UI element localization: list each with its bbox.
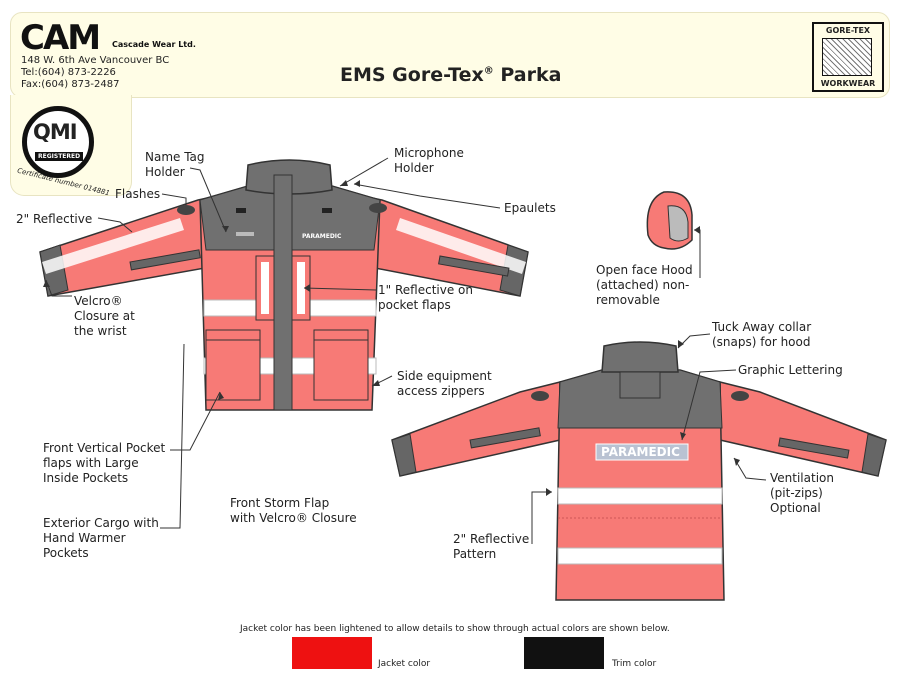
goretex-logo: GORE-TEX WORKWEAR	[812, 22, 884, 92]
page-title: EMS Gore-Tex® Parka	[340, 64, 562, 86]
goretex-logo-art	[822, 38, 872, 76]
company-fax: Fax:(604) 873-2487	[21, 79, 120, 90]
label-2in-reflective: 2" Reflective	[16, 212, 93, 226]
front-jacket: PARAMEDIC	[39, 159, 529, 411]
company-address: 148 W. 6th Ave Vancouver BC	[21, 55, 170, 66]
label-ventilation: Ventilation(pit-zips)Optional	[770, 471, 834, 515]
front-paramedic-badge: PARAMEDIC	[302, 233, 342, 240]
label-flashes: Flashes	[115, 187, 161, 201]
trim-color-label: Trim color	[612, 659, 657, 669]
company-name: Cascade Wear Ltd.	[112, 40, 196, 49]
label-epaulets: Epaulets	[504, 201, 556, 215]
label-tuck-collar: Tuck Away collar(snaps) for hood	[712, 320, 812, 349]
hood-drawing	[646, 191, 693, 250]
company-logo: CAM	[20, 18, 101, 58]
label-graphic-lettering: Graphic Lettering	[738, 363, 843, 377]
qmi-seal: QMI REGISTERED	[22, 106, 94, 178]
company-tel: Tel:(604) 873-2226	[21, 67, 116, 78]
jacket-color-label: Jacket color	[378, 659, 431, 669]
header-panel	[10, 12, 890, 98]
leader-arrowheads	[43, 180, 740, 496]
back-paramedic-badge: PARAMEDIC	[601, 445, 680, 459]
color-caption: Jacket color has been lightened to allow…	[240, 624, 670, 634]
trim-color-swatch	[524, 637, 604, 669]
jacket-color-swatch	[292, 637, 372, 669]
back-jacket: PARAMEDIC	[391, 341, 887, 601]
label-hood: Open face Hood(attached) non-removable	[596, 263, 693, 307]
